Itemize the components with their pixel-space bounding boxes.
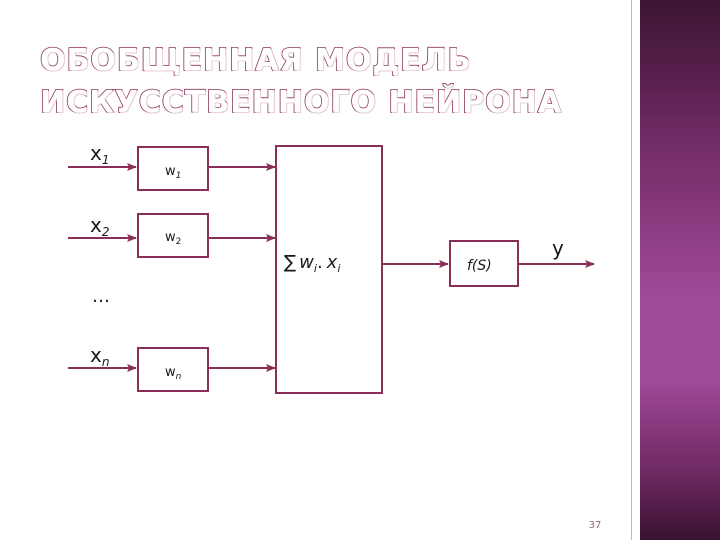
neuron-diagram: x1 x2 … xn w1 w2 wn ∑wi.xi f(S) y bbox=[68, 141, 595, 394]
sum-formula: ∑wi.xi bbox=[284, 252, 340, 275]
weight-label-n: wn bbox=[165, 365, 182, 382]
weight-box-n bbox=[137, 347, 209, 392]
title-line-1: ОБОБЩЕННАЯ МОДЕЛЬ bbox=[39, 42, 472, 79]
input-label-2: x2 bbox=[90, 213, 109, 239]
activation-box bbox=[449, 240, 519, 287]
output-label: y bbox=[552, 236, 564, 260]
summator-box bbox=[275, 145, 383, 394]
weight-box-2 bbox=[137, 213, 209, 258]
slide-title: ОБОБЩЕННАЯ МОДЕЛЬ ИСКУССТВЕННОГО НЕЙРОНА bbox=[39, 40, 562, 124]
weight-box-1 bbox=[137, 146, 209, 191]
input-label-n: xn bbox=[90, 343, 109, 369]
input-label-1: x1 bbox=[90, 141, 109, 167]
title-line-2: ИСКУССТВЕННОГО НЕЙРОНА bbox=[39, 84, 562, 121]
decorative-sidebar bbox=[640, 0, 720, 540]
page-number: 37 bbox=[588, 520, 602, 531]
activation-label: f(S) bbox=[467, 258, 492, 274]
weight-label-1: w1 bbox=[165, 164, 181, 181]
ellipsis: … bbox=[92, 286, 110, 307]
weight-label-2: w2 bbox=[165, 230, 181, 247]
sidebar-divider bbox=[631, 0, 632, 540]
